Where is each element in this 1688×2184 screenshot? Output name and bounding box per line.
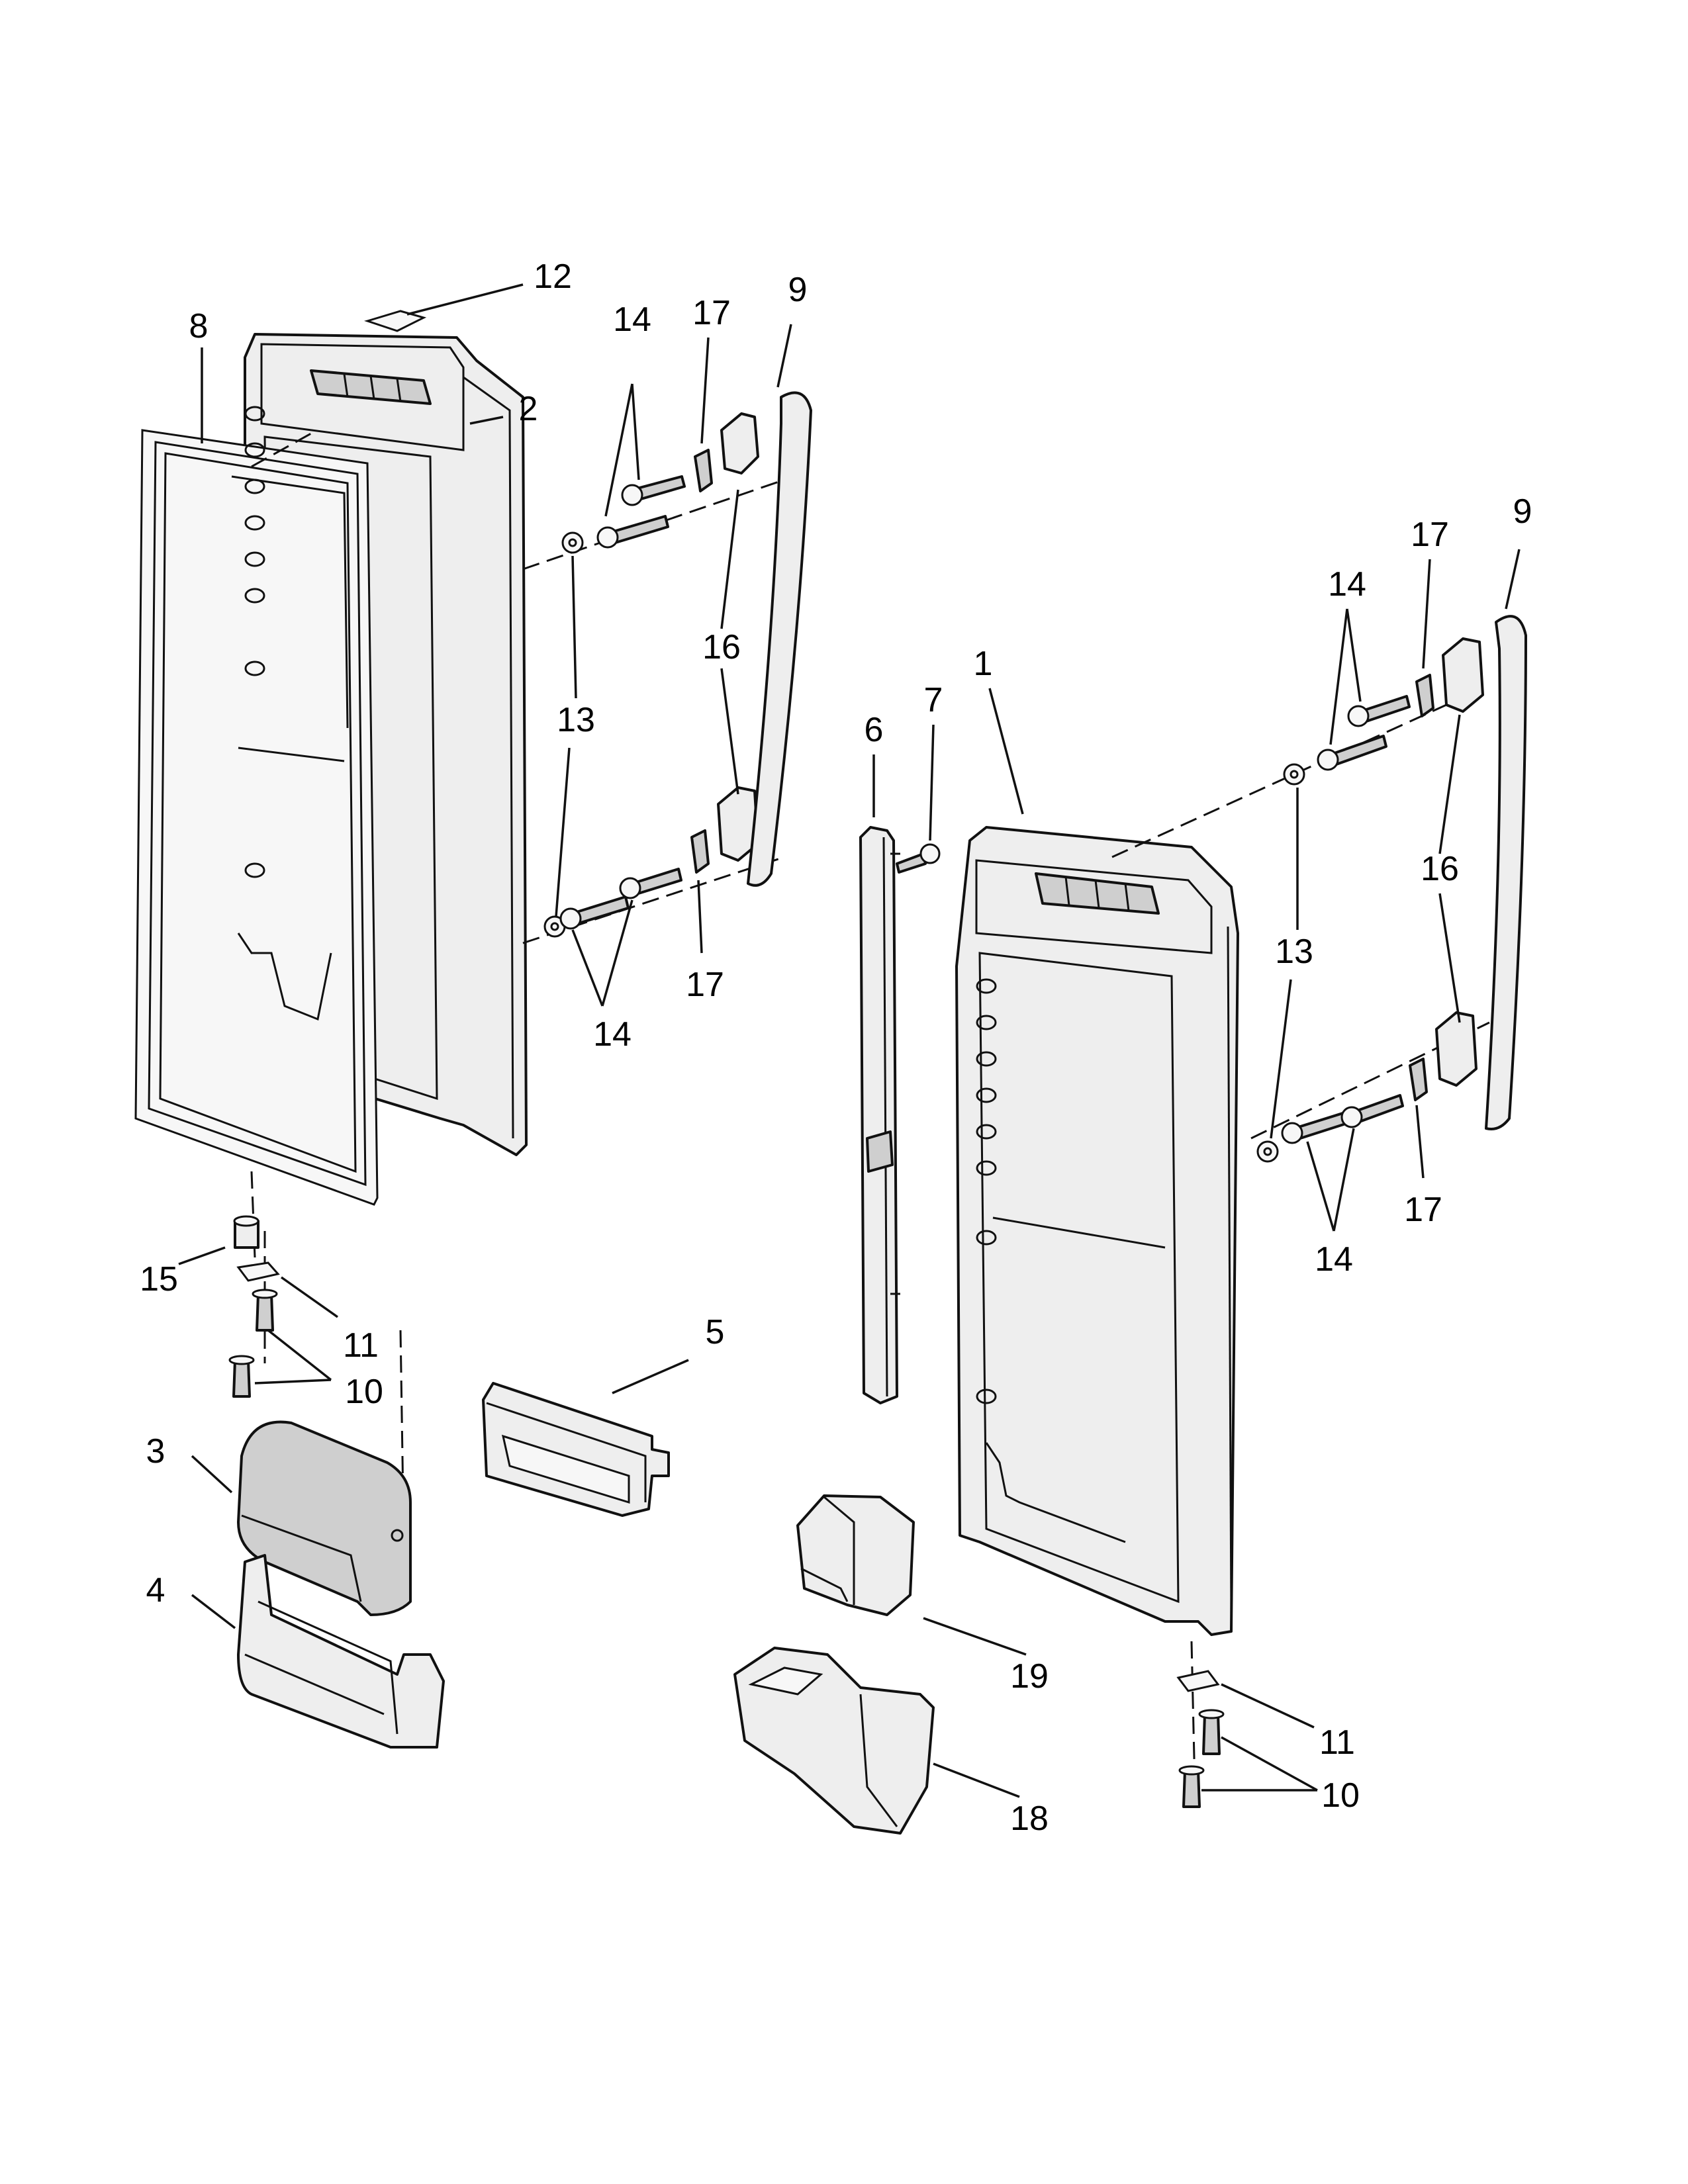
- callout-15: 15: [140, 1260, 178, 1298]
- callout-14-lower-right: 14: [1315, 1240, 1353, 1279]
- top-hinge-cover: [364, 310, 427, 332]
- callout-17-lower-right: 17: [1404, 1191, 1442, 1229]
- hinge-shim-left: [236, 1261, 280, 1282]
- left-lower-screws: [559, 868, 682, 930]
- hinge-screws-left: [228, 1289, 278, 1398]
- callout-19: 19: [1010, 1657, 1049, 1696]
- left-lower-clip: [690, 829, 710, 874]
- right-liner-shelf-supports: [1035, 872, 1160, 915]
- left-liner-bin-supports: [237, 406, 345, 1021]
- left-handle-mount-line-lower: [522, 856, 785, 944]
- callout-2: 2: [519, 390, 538, 428]
- ice-bin-lower: [733, 1647, 935, 1835]
- right-liner-bin-supports: [976, 978, 997, 1404]
- left-upper-handle-mount: [720, 412, 759, 475]
- right-door-handle: [1485, 615, 1527, 1130]
- hinge-shim-right: [1176, 1670, 1220, 1692]
- right-door-liner: [955, 826, 1239, 1636]
- callout-13-left: 13: [557, 701, 595, 739]
- callout-16-left: 16: [702, 628, 741, 666]
- dairy-bin: [237, 1554, 445, 1749]
- left-door-gasket: [134, 429, 379, 1206]
- left-upper-screws: [596, 475, 686, 549]
- callout-9-left: 9: [788, 271, 808, 309]
- right-upper-screws: [1317, 695, 1411, 771]
- right-upper-handle-mount: [1442, 637, 1484, 713]
- callout-18: 18: [1010, 1799, 1049, 1838]
- left-upper-washer: [561, 531, 584, 554]
- dairy-door: [237, 1420, 412, 1616]
- callout-13-right: 13: [1275, 933, 1313, 971]
- door-bin: [482, 1382, 670, 1517]
- left-door-handle: [747, 391, 812, 887]
- callout-11-right: 11: [1319, 1723, 1355, 1762]
- callout-9-right: 9: [1513, 492, 1532, 531]
- callout-5: 5: [706, 1313, 725, 1351]
- left-liner-rack-line: [251, 432, 312, 468]
- mullion-screw: [896, 843, 941, 874]
- ice-bucket-upper: [796, 1494, 915, 1616]
- callout-1: 1: [974, 645, 993, 683]
- callout-17-upper-left: 17: [692, 294, 731, 332]
- hinge-bushing-left: [233, 1215, 259, 1249]
- callout-14-lower-left: 14: [593, 1015, 632, 1054]
- callout-12: 12: [534, 257, 572, 296]
- right-handle-mount-line-lower: [1250, 1021, 1490, 1140]
- flipper-mullion: [859, 826, 900, 1404]
- callout-17-lower-left: 17: [686, 966, 724, 1004]
- callout-16-right: 16: [1421, 850, 1459, 888]
- callout-10-right: 10: [1321, 1776, 1360, 1815]
- right-lower-washer: [1256, 1140, 1279, 1163]
- callout-7: 7: [924, 681, 943, 719]
- right-lower-clip: [1409, 1058, 1428, 1101]
- right-upper-clip: [1415, 674, 1434, 717]
- callout-14-upper-left: 14: [613, 300, 651, 339]
- callout-8: 8: [189, 307, 209, 345]
- leader-lines: [178, 283, 1521, 1798]
- right-lower-screws: [1281, 1094, 1404, 1144]
- left-liner-shelf-supports: [310, 369, 432, 405]
- callout-labels: 12 8 2 14 17 9 16 13 17 14 15 11 10 3 4 …: [140, 257, 1532, 1838]
- callout-14-upper-right: 14: [1328, 565, 1366, 604]
- right-door-hinge-axis: [1190, 1641, 1196, 1788]
- callout-6: 6: [865, 711, 884, 749]
- left-upper-clip: [694, 449, 713, 492]
- callout-10-left: 10: [345, 1373, 383, 1411]
- callout-17-upper-right: 17: [1411, 516, 1449, 554]
- right-lower-handle-mount: [1435, 1011, 1477, 1087]
- callout-11-left: 11: [343, 1326, 379, 1365]
- right-upper-washer: [1283, 763, 1305, 786]
- callout-3: 3: [146, 1432, 165, 1471]
- hinge-screws-right: [1178, 1709, 1225, 1808]
- callout-4: 4: [146, 1571, 165, 1610]
